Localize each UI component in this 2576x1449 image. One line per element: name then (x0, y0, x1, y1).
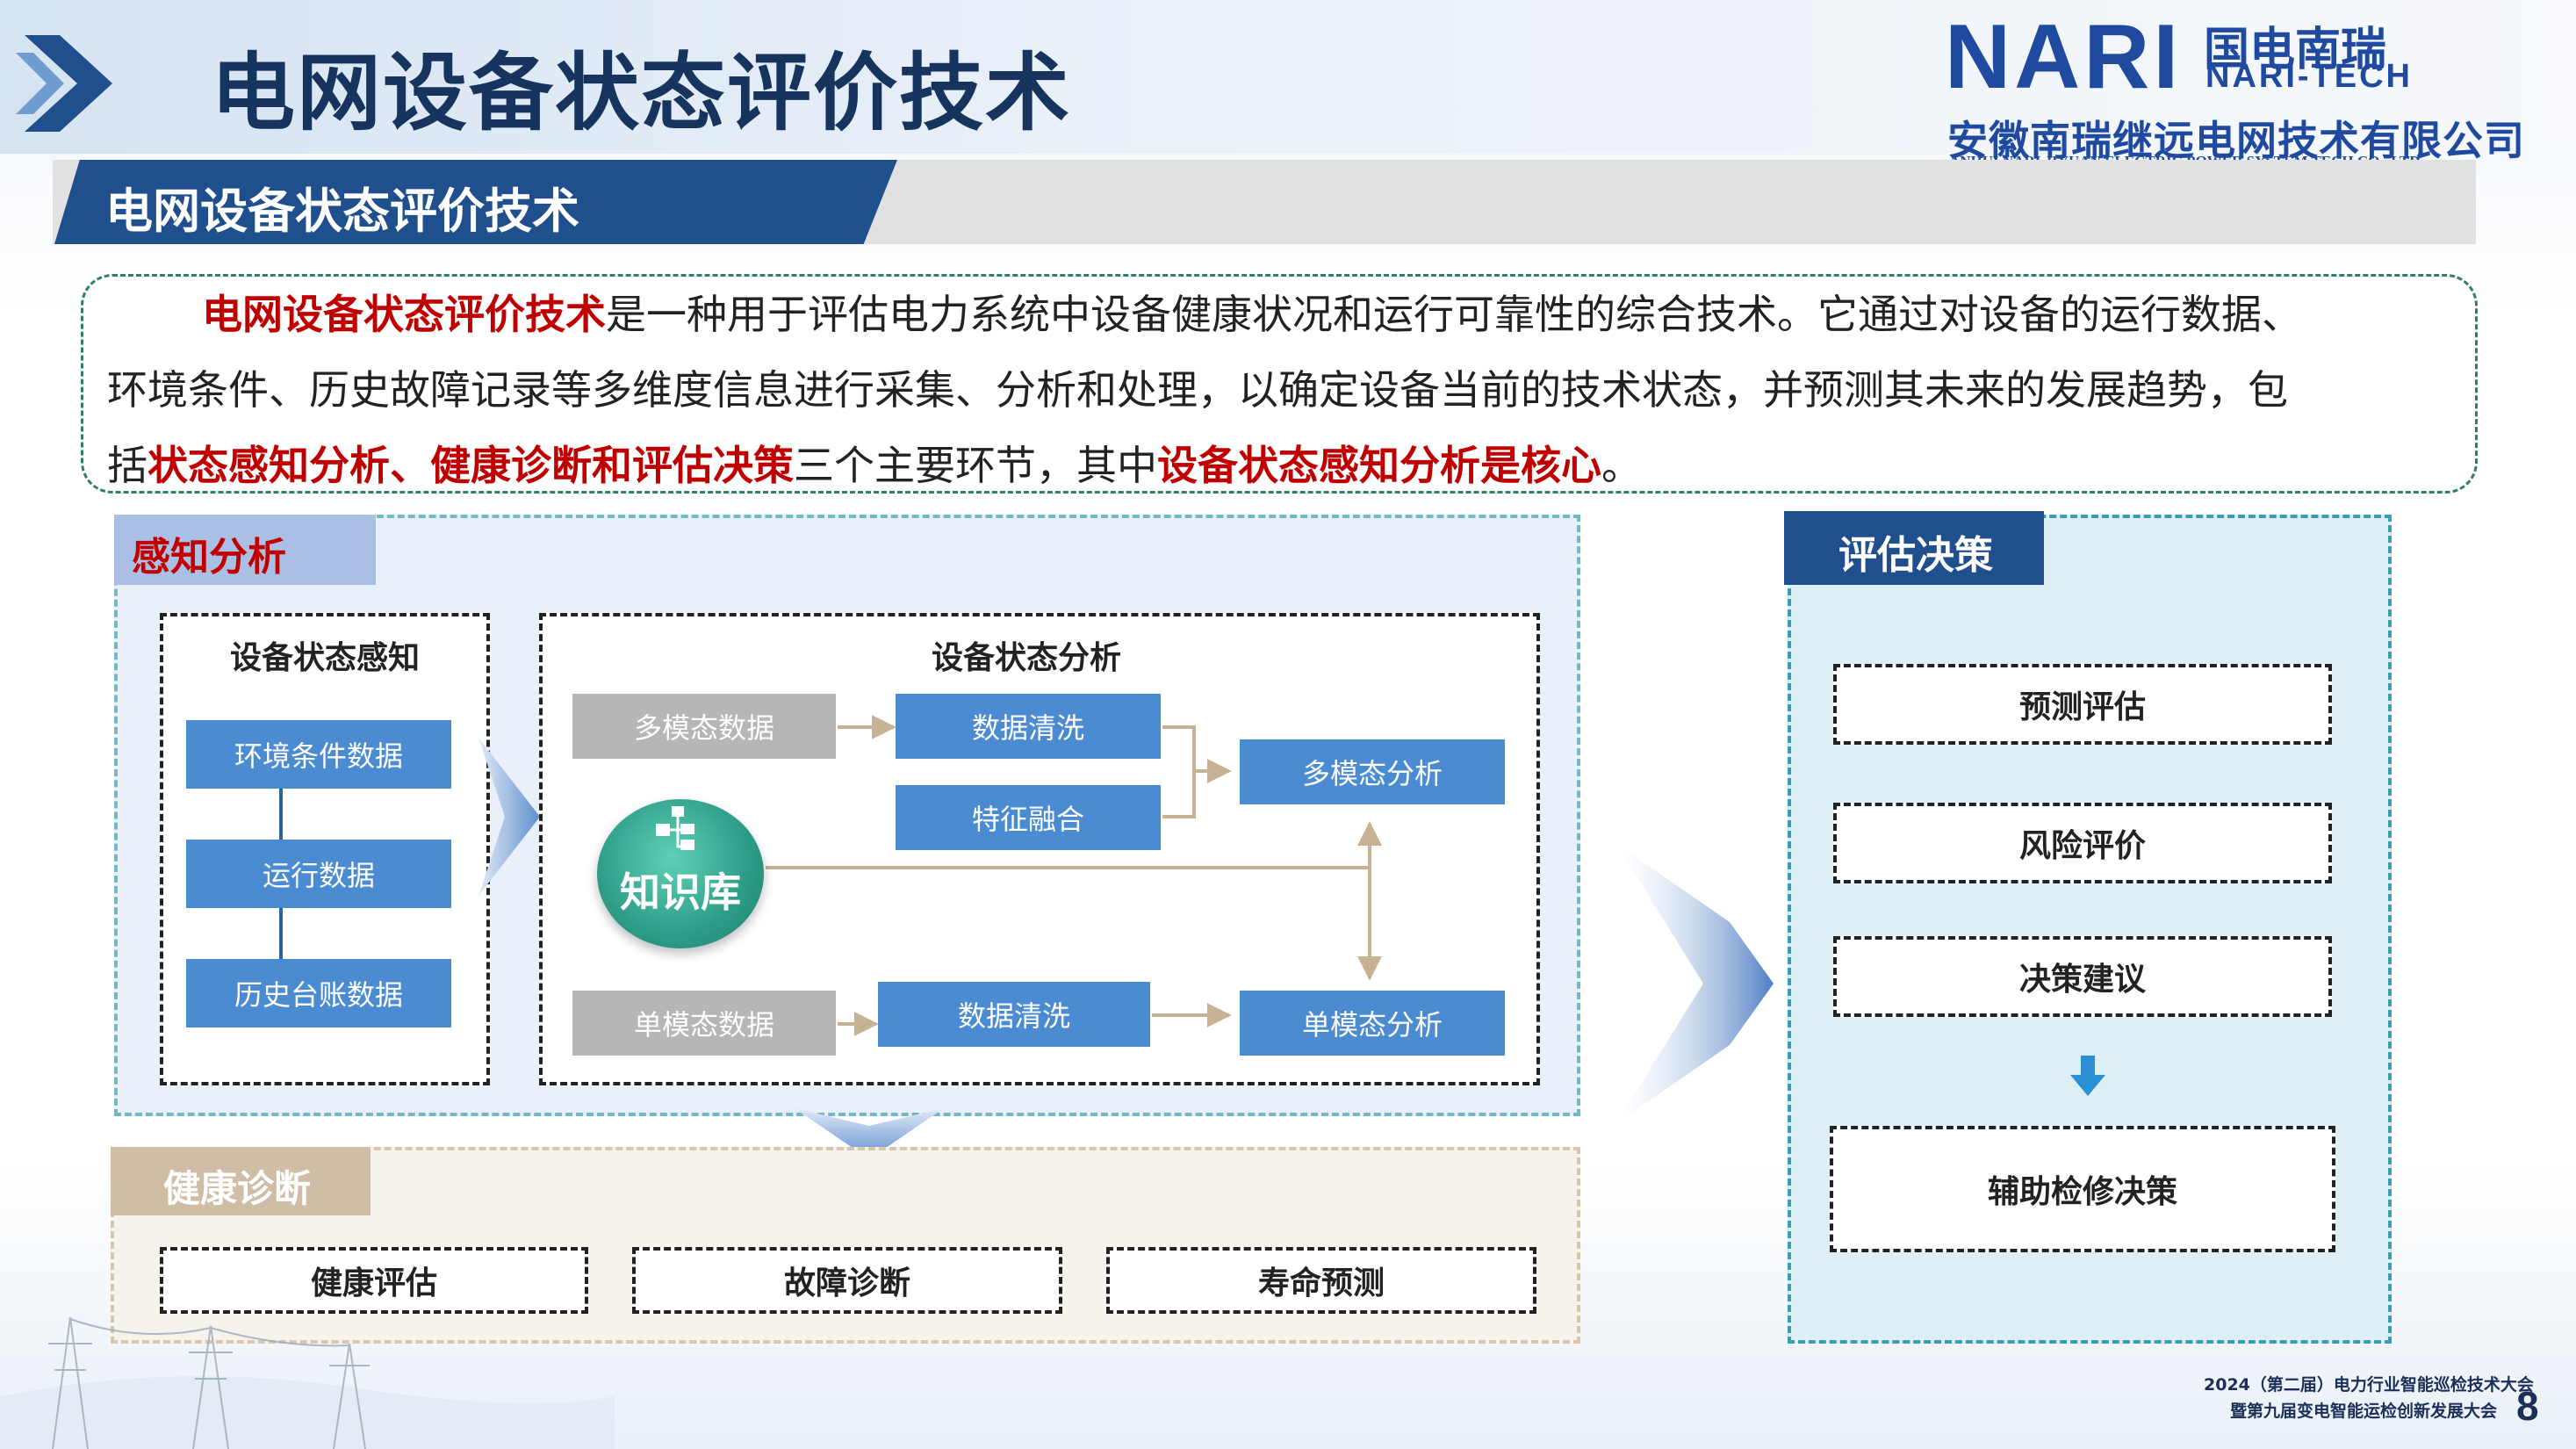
brand-logo-en: NARI-TECH (2205, 58, 2413, 95)
history-ledger-node: 历史台账数据 (186, 959, 451, 1027)
arrow-down-icon (795, 1108, 944, 1159)
perception-tab (114, 515, 376, 585)
health-assessment-node: 健康评估 (160, 1247, 588, 1314)
conference-name-2: 暨第九届变电智能运检创新发展大会 (2230, 1402, 2498, 1421)
decision-suggestion-node: 决策建议 (1833, 936, 2332, 1017)
health-tab (111, 1147, 371, 1215)
knowledge-base-label: 知识库 (620, 869, 741, 916)
intro-text-3b: 三个主要环节，其中 (794, 442, 1157, 489)
life-prediction-node: 寿命预测 (1106, 1247, 1536, 1314)
conference-name-1: 2024（第二届）电力行业智能巡检技术大会 (2204, 1375, 2534, 1395)
single-modal-analysis-node: 单模态分析 (1240, 991, 1505, 1056)
environment-data-node: 环境条件数据 (186, 720, 451, 789)
brand-logo: NARI (1945, 6, 2183, 108)
brand-logo-cn: 国电南瑞 (2204, 24, 2387, 76)
fault-diagnosis-node: 故障诊断 (632, 1247, 1062, 1314)
sensing-title: 设备状态感知 (229, 640, 420, 676)
data-cleaning-node-2: 数据清洗 (878, 982, 1150, 1047)
arrow-down-small-icon (2070, 1056, 2105, 1096)
risk-evaluation-node: 风险评价 (1833, 803, 2332, 883)
intro-line-1: 电网设备状态评价技术是一种用于评估电力系统中设备健康状况和运行可靠性的综合技术。… (202, 283, 2302, 341)
page-number: 8 (2516, 1383, 2539, 1429)
feature-fusion-node: 特征融合 (896, 785, 1161, 850)
sensing-connector-2 (279, 908, 283, 959)
operation-data-node: 运行数据 (186, 840, 451, 908)
multi-modal-analysis-node: 多模态分析 (1240, 739, 1505, 804)
multi-modal-data-node: 多模态数据 (572, 694, 836, 759)
page-title: 电网设备状态评价技术 (211, 44, 1071, 142)
intro-term: 电网设备状态评价技术 (202, 291, 606, 338)
arrow-right-large-icon (1615, 843, 1774, 1124)
intro-highlight-core: 设备状态感知分析是核心 (1157, 442, 1601, 489)
evaluation-tab (1784, 511, 2044, 585)
hierarchy-icon (656, 806, 694, 850)
health-tab-label: 健康诊断 (163, 1167, 312, 1210)
arrow-right-icon (479, 738, 540, 896)
intro-text-3a: 括 (107, 442, 148, 489)
intro-text-3c: 。 (1601, 442, 1642, 489)
maintenance-decision-node: 辅助检修决策 (1830, 1126, 2335, 1252)
section-title: 电网设备状态评价技术 (105, 184, 579, 239)
intro-box (81, 274, 2478, 494)
company-name: 安徽南瑞继远电网技术有限公司 (1947, 117, 2525, 164)
analysis-connectors (766, 715, 1382, 1036)
intro-text-1: 是一种用于评估电力系统中设备健康状况和运行可靠性的综合技术。它通过对设备的运行数… (606, 291, 2302, 338)
chevron-logo-icon (16, 35, 112, 132)
intro-highlight: 状态感知分析、健康诊断和评估决策 (148, 442, 794, 489)
analysis-title: 设备状态分析 (931, 640, 1121, 676)
data-cleaning-node-1: 数据清洗 (896, 694, 1161, 759)
evaluation-tab-label: 评估决策 (1838, 533, 1993, 578)
prediction-assessment-node: 预测评估 (1833, 664, 2332, 745)
perception-tab-label: 感知分析 (132, 535, 286, 580)
sensing-connector-1 (279, 789, 283, 840)
transmission-tower-illustration (0, 1316, 615, 1449)
single-modal-data-node: 单模态数据 (572, 991, 836, 1056)
header-bar (0, 0, 2576, 154)
intro-line-3: 括状态感知分析、健康诊断和评估决策三个主要环节，其中设备状态感知分析是核心。 (107, 434, 1642, 492)
section-tab (54, 160, 897, 244)
intro-line-2: 环境条件、历史故障记录等多维度信息进行采集、分析和处理，以确定设备当前的技术状态… (107, 366, 2288, 414)
